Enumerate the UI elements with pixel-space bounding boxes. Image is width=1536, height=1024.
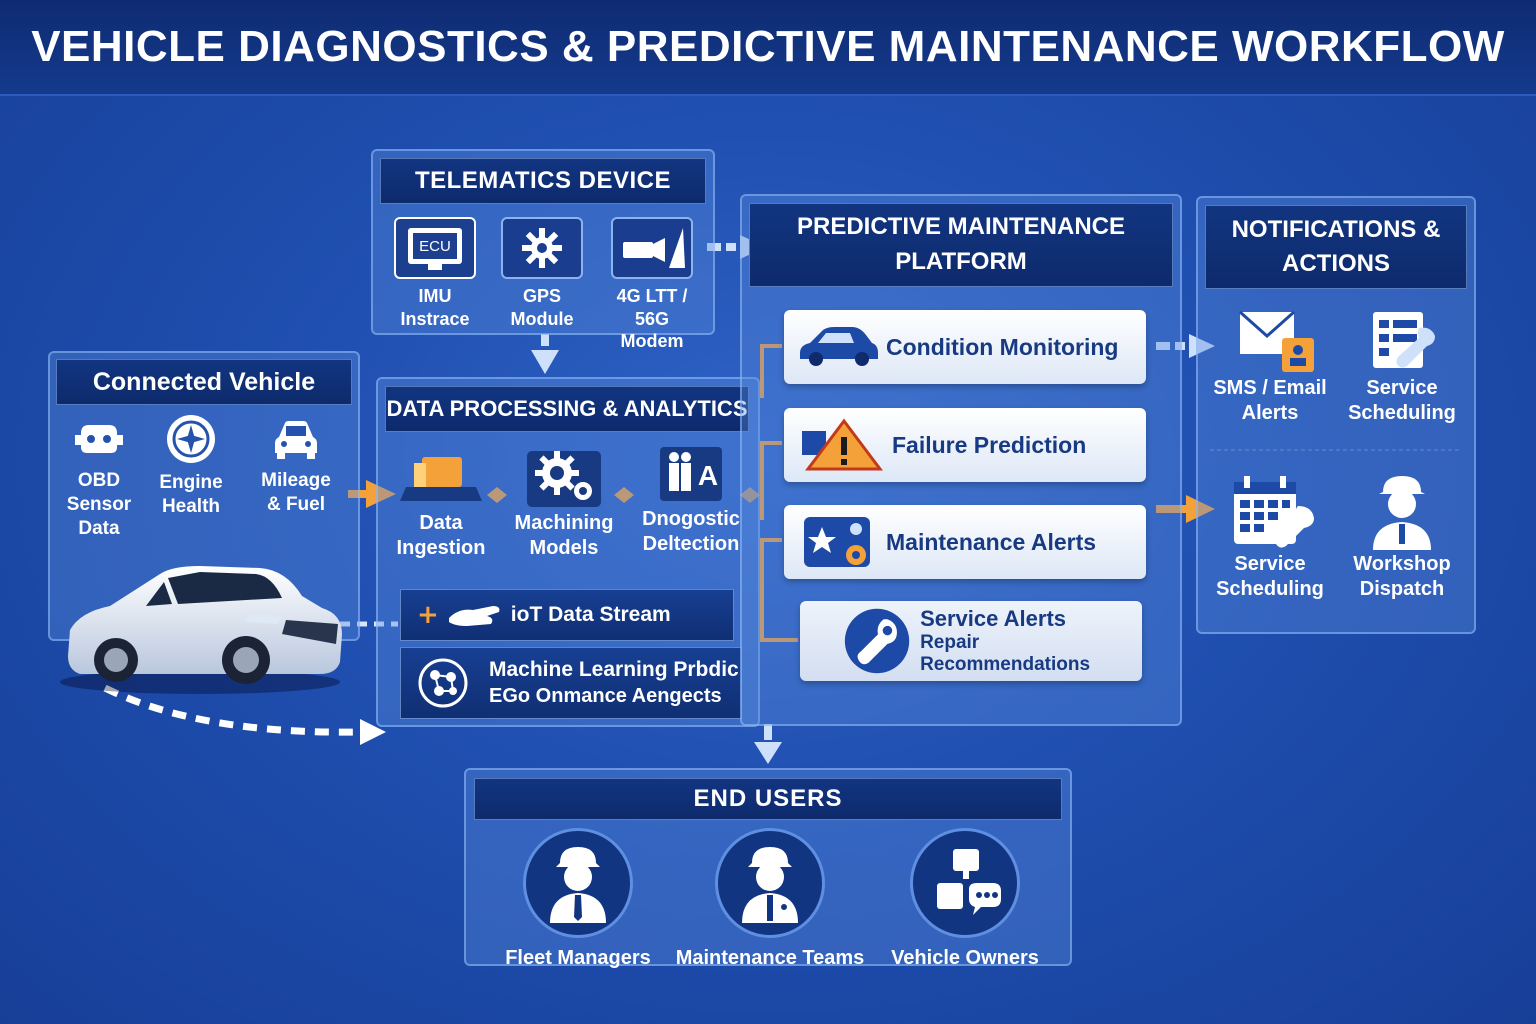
arrow-car-curve [103,684,386,745]
hand-stream-icon [448,606,500,626]
page-title: VEHICLE DIAGNOSTICS & PREDICTIVE MAINTEN… [31,22,1505,71]
vehicle-item-mileage: Mileage & Fuel [246,417,346,517]
processing-item-models: Machining Models [506,441,622,561]
puzzle-gear-icon [804,517,870,567]
end-user-label: Vehicle Owners [891,947,1039,969]
arrow-telematics-to-processing [531,334,559,374]
ml-line-1: Machine Learning Prbdic [489,658,739,682]
notifications-panel: NOTIFICATIONS & ACTIONS SMS / Email Aler… [1196,196,1476,634]
card-maintenance-alerts[interactable]: Maintenance Alerts [784,505,1146,579]
iot-stream-label: ioT Data Stream [510,602,671,626]
vehicle-owner-icon [910,828,1020,938]
end-user-fleet-managers: Fleet Managers [488,828,668,971]
telematics-item-label: IMU Instrace [400,286,470,329]
vehicle-item-label: Engine Health [159,472,223,517]
end-users-header: END USERS [474,778,1062,820]
telematics-item-gps: GPS Module [498,217,586,330]
card-label: Failure Prediction [892,431,1087,458]
arrow-platform-to-endusers [754,724,782,764]
notification-item-label: Workshop Dispatch [1353,553,1451,600]
telematics-item-imu: ECU IMU Instrace [391,217,479,330]
diagnostic-letter: A [698,460,718,491]
telematics-panel: TELEMATICS DEVICE ECU IMU Instrace [371,149,715,351]
processing-item-label: Machining Models [514,512,614,559]
data-processing-panel: DATA PROCESSING & ANALYTICS Data Ingesti… [376,377,760,727]
title-bar: VEHICLE DIAGNOSTICS & PREDICTIVE MAINTEN… [0,0,1536,96]
schedule-wrench-icon [1373,312,1435,368]
notification-item-label: Service Scheduling [1216,553,1324,600]
end-user-label: Fleet Managers [505,947,651,969]
platform-panel: PREDICTIVE MAINTENANCE PLATFORM Conditio… [740,194,1182,726]
notification-item-service-scheduling-1[interactable]: Service Scheduling [1336,308,1468,426]
card-label: Maintenance Alerts [886,528,1097,555]
diagnostic-people-icon: A [660,447,722,501]
obd-sensor-icon [75,425,123,453]
ecu-monitor-icon: ECU [394,217,476,279]
technician-icon [1373,476,1431,550]
telematics-item-modem: 4G LTT / 56G Modem [605,217,699,353]
platform-bracket [760,344,798,642]
notification-item-workshop-dispatch[interactable]: Workshop Dispatch [1336,472,1468,602]
processing-diamonds [487,487,760,503]
ecu-text: ECU [419,238,451,255]
telematics-item-label: GPS Module [510,286,574,329]
processing-item-ingestion: Data Ingestion [386,447,496,561]
ml-line-2: EGo Onmance Aengects [489,684,722,707]
data-ingestion-icon [400,457,482,501]
service-alerts-title: Service Alerts [920,606,1067,631]
connected-vehicle-header: Connected Vehicle [56,359,352,405]
ml-network-icon [418,658,468,708]
end-user-label: Maintenance Teams [675,947,865,969]
notification-item-sms-email[interactable]: SMS / Email Alerts [1204,308,1336,426]
iot-data-stream-bar: + ioT Data Stream [400,589,734,641]
vehicle-item-label: OBD Sensor Data [66,470,132,539]
notification-item-label: SMS / Email Alerts [1213,377,1327,424]
email-alert-icon [1239,310,1314,372]
connected-car-image [60,566,342,694]
service-alerts-subtitle: Repair Recommendations [920,632,1091,675]
plus-icon: + [417,600,439,630]
data-processing-header: DATA PROCESSING & ANALYTICS [385,386,749,432]
vehicle-item-obd: OBD Sensor Data [54,417,144,540]
warning-icon [802,418,883,471]
arrow-platform-to-notifications-bottom [1156,495,1215,523]
processing-item-label: Data Ingestion [396,512,486,559]
gps-gear-icon [501,217,583,279]
car-front-icon [275,421,317,459]
gears-icon [527,451,601,507]
notification-item-service-scheduling-2[interactable]: Service Scheduling [1204,472,1336,602]
card-label: Condition Monitoring [886,333,1119,360]
notification-item-label: Service Scheduling [1348,377,1456,424]
maintenance-team-icon [715,828,825,938]
notifications-header: NOTIFICATIONS & ACTIONS [1205,205,1467,289]
platform-header: PREDICTIVE MAINTENANCE PLATFORM [749,203,1173,287]
card-condition-monitoring[interactable]: Condition Monitoring [784,310,1146,384]
end-users-panel: END USERS Fleet Managers Maintenance Tea… [464,768,1072,969]
end-user-maintenance-teams: Maintenance Teams [670,828,870,971]
processing-item-label: Dnogostic Deltection [642,508,740,555]
telematics-header: TELEMATICS DEVICE [380,158,706,204]
card-failure-prediction[interactable]: Failure Prediction [784,408,1146,482]
ml-bar: Machine Learning Prbdic EGo Onmance Aeng… [400,647,742,719]
processing-item-diagnostic: A Dnogostic Deltection [632,443,750,557]
vehicle-item-label: Mileage & Fuel [261,470,331,515]
telematics-item-label: 4G LTT / 56G Modem [616,286,688,351]
modem-icon [611,217,693,279]
engine-health-icon [167,415,215,463]
fleet-manager-icon [523,828,633,938]
vehicle-item-engine: Engine Health [146,413,236,519]
wrench-icon [844,608,910,674]
card-service-alerts[interactable]: Service Alerts Repair Recommendations [800,601,1142,681]
calendar-wrench-icon [1234,476,1314,548]
end-user-vehicle-owners: Vehicle Owners [872,828,1058,971]
car-side-icon [800,327,878,366]
